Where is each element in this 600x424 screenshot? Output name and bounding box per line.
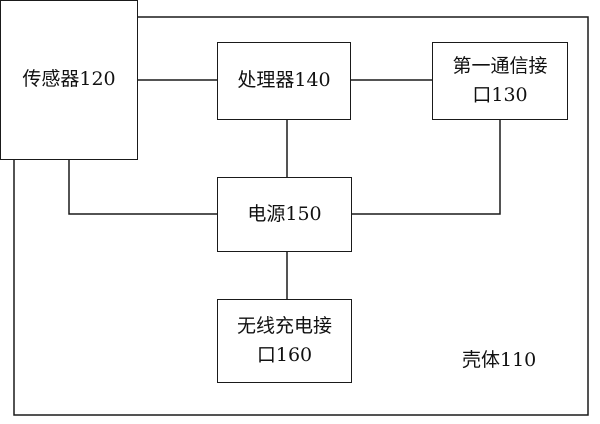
edge-sensor-power [68, 160, 217, 215]
sensor-node: 传感器120 [0, 0, 138, 160]
processor-node: 处理器140 [217, 42, 351, 120]
wireless-charging-node: 无线充电接 口160 [217, 299, 352, 383]
housing-label: 壳体110 [462, 349, 537, 371]
power-label: 电源150 [247, 202, 322, 225]
comm-interface-node: 第一通信接 口130 [432, 42, 568, 120]
sensor-label: 传感器120 [22, 68, 116, 91]
housing-outline [13, 16, 589, 416]
processor-label: 处理器140 [237, 69, 331, 92]
edge-comm-power [352, 120, 501, 215]
wireless-charging-label-line1: 无线充电接 [236, 314, 332, 337]
comm-interface-label-line2: 口130 [472, 84, 528, 106]
power-node: 电源150 [217, 177, 352, 252]
comm-interface-label-line1: 第一通信接 [452, 54, 548, 77]
wireless-charging-label-line2: 口160 [256, 344, 313, 366]
